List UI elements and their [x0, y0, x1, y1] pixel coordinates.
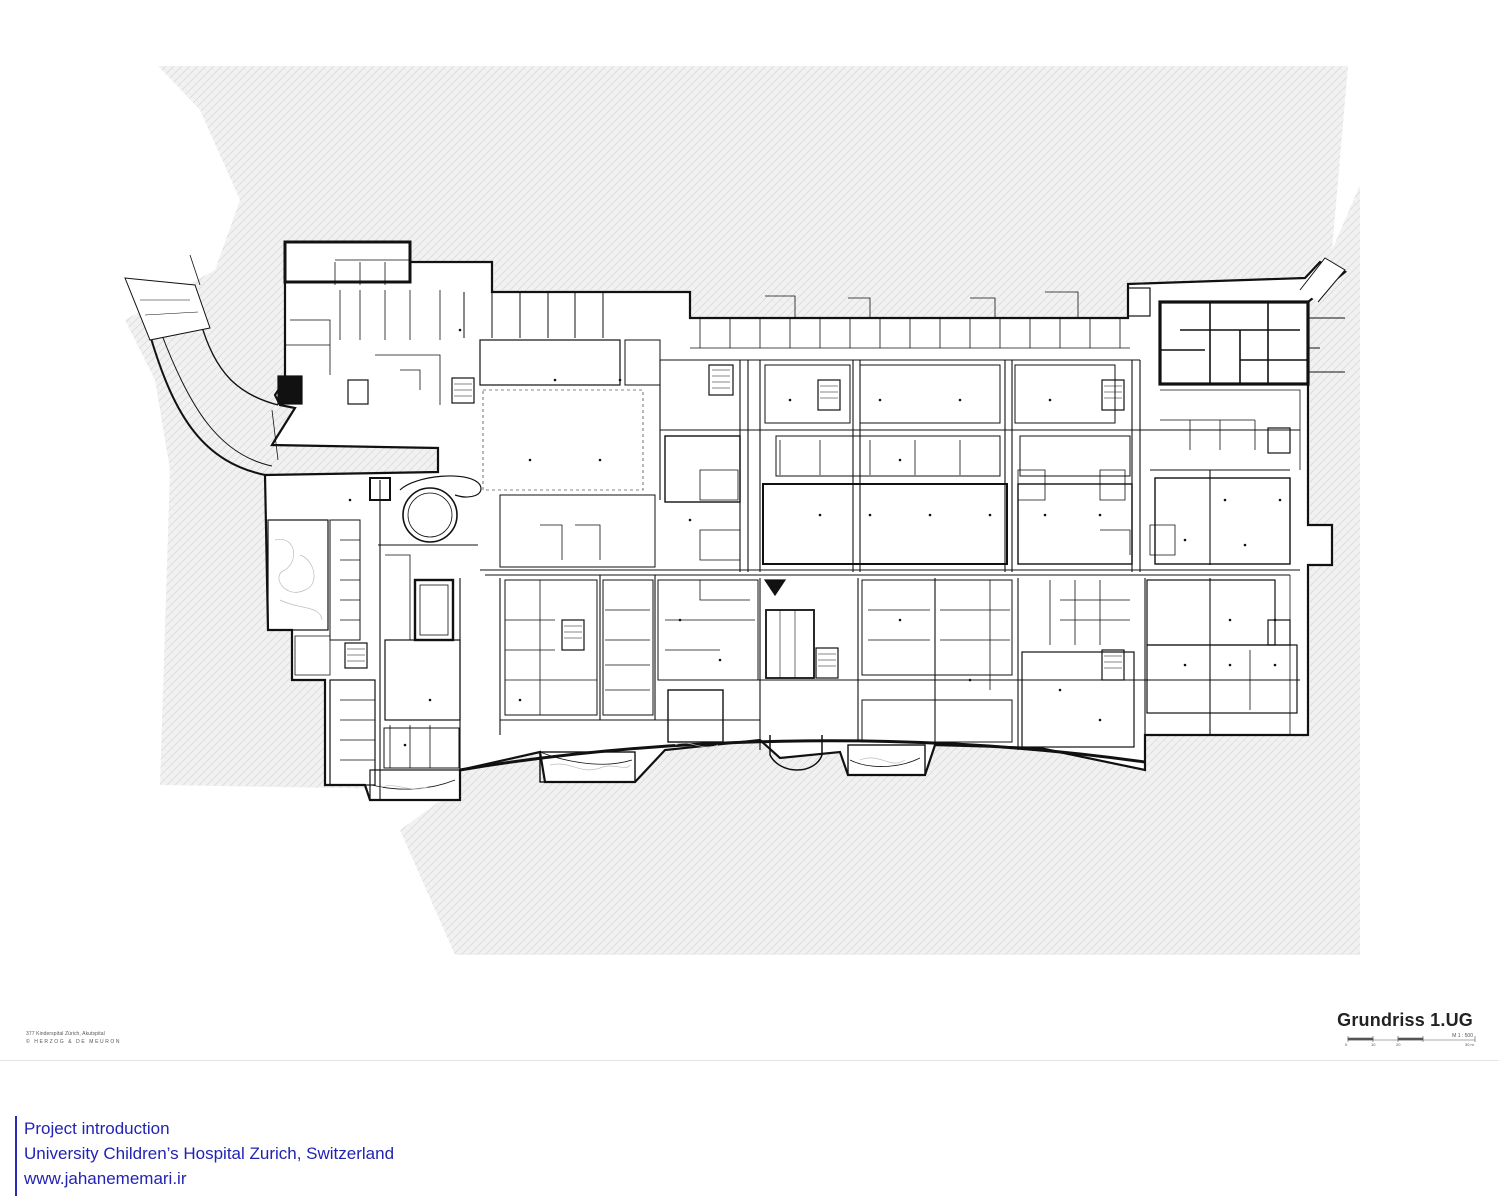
scale-tick-0: 0 [1345, 1042, 1348, 1047]
scale-note: M 1 : 500 [1452, 1033, 1473, 1039]
sheet-title: Grundriss 1.UG [1337, 1010, 1473, 1030]
dropoff-wall [765, 609, 823, 771]
title-block: Grundriss 1.UG M 1 : 500 [1337, 1010, 1473, 1039]
landscape-patches [274, 539, 906, 790]
stair-cores [277, 287, 1291, 681]
caption-line-2: University Children’s Hospital Zurich, S… [24, 1144, 395, 1163]
room-partitions [271, 259, 1301, 790]
structural-grid [378, 359, 1300, 800]
scale-tick-2: 20 [1396, 1042, 1401, 1047]
caption-link[interactable]: www.jahanememari.ir [24, 1169, 187, 1188]
caption-line-1: Project introduction [24, 1119, 170, 1138]
project-line: 377 Kinderspital Zürich, Akutspital [26, 1031, 105, 1037]
firm-line: © HERZOG & DE MEURON [26, 1039, 122, 1045]
large-halls [267, 364, 1298, 801]
scale-tick-1: 10 [1371, 1042, 1376, 1047]
scale-bar [1347, 1036, 1476, 1042]
drawing-sheet: 377 Kinderspital Zürich, Akutspital © HE… [0, 66, 1499, 1061]
column-markers [348, 328, 1282, 747]
round-atrium [369, 475, 482, 543]
caption-block: Project introduction University Children… [15, 1116, 394, 1196]
heavy-wall-blocks [283, 240, 1310, 386]
scale-tick-4: 30 m [1465, 1042, 1474, 1047]
project-info: 377 Kinderspital Zürich, Akutspital © HE… [26, 1030, 121, 1046]
floor-plan [124, 66, 1476, 1042]
scale-labels: 0 10 20 30 m [1345, 1042, 1480, 1050]
building-footprint [124, 240, 1348, 802]
